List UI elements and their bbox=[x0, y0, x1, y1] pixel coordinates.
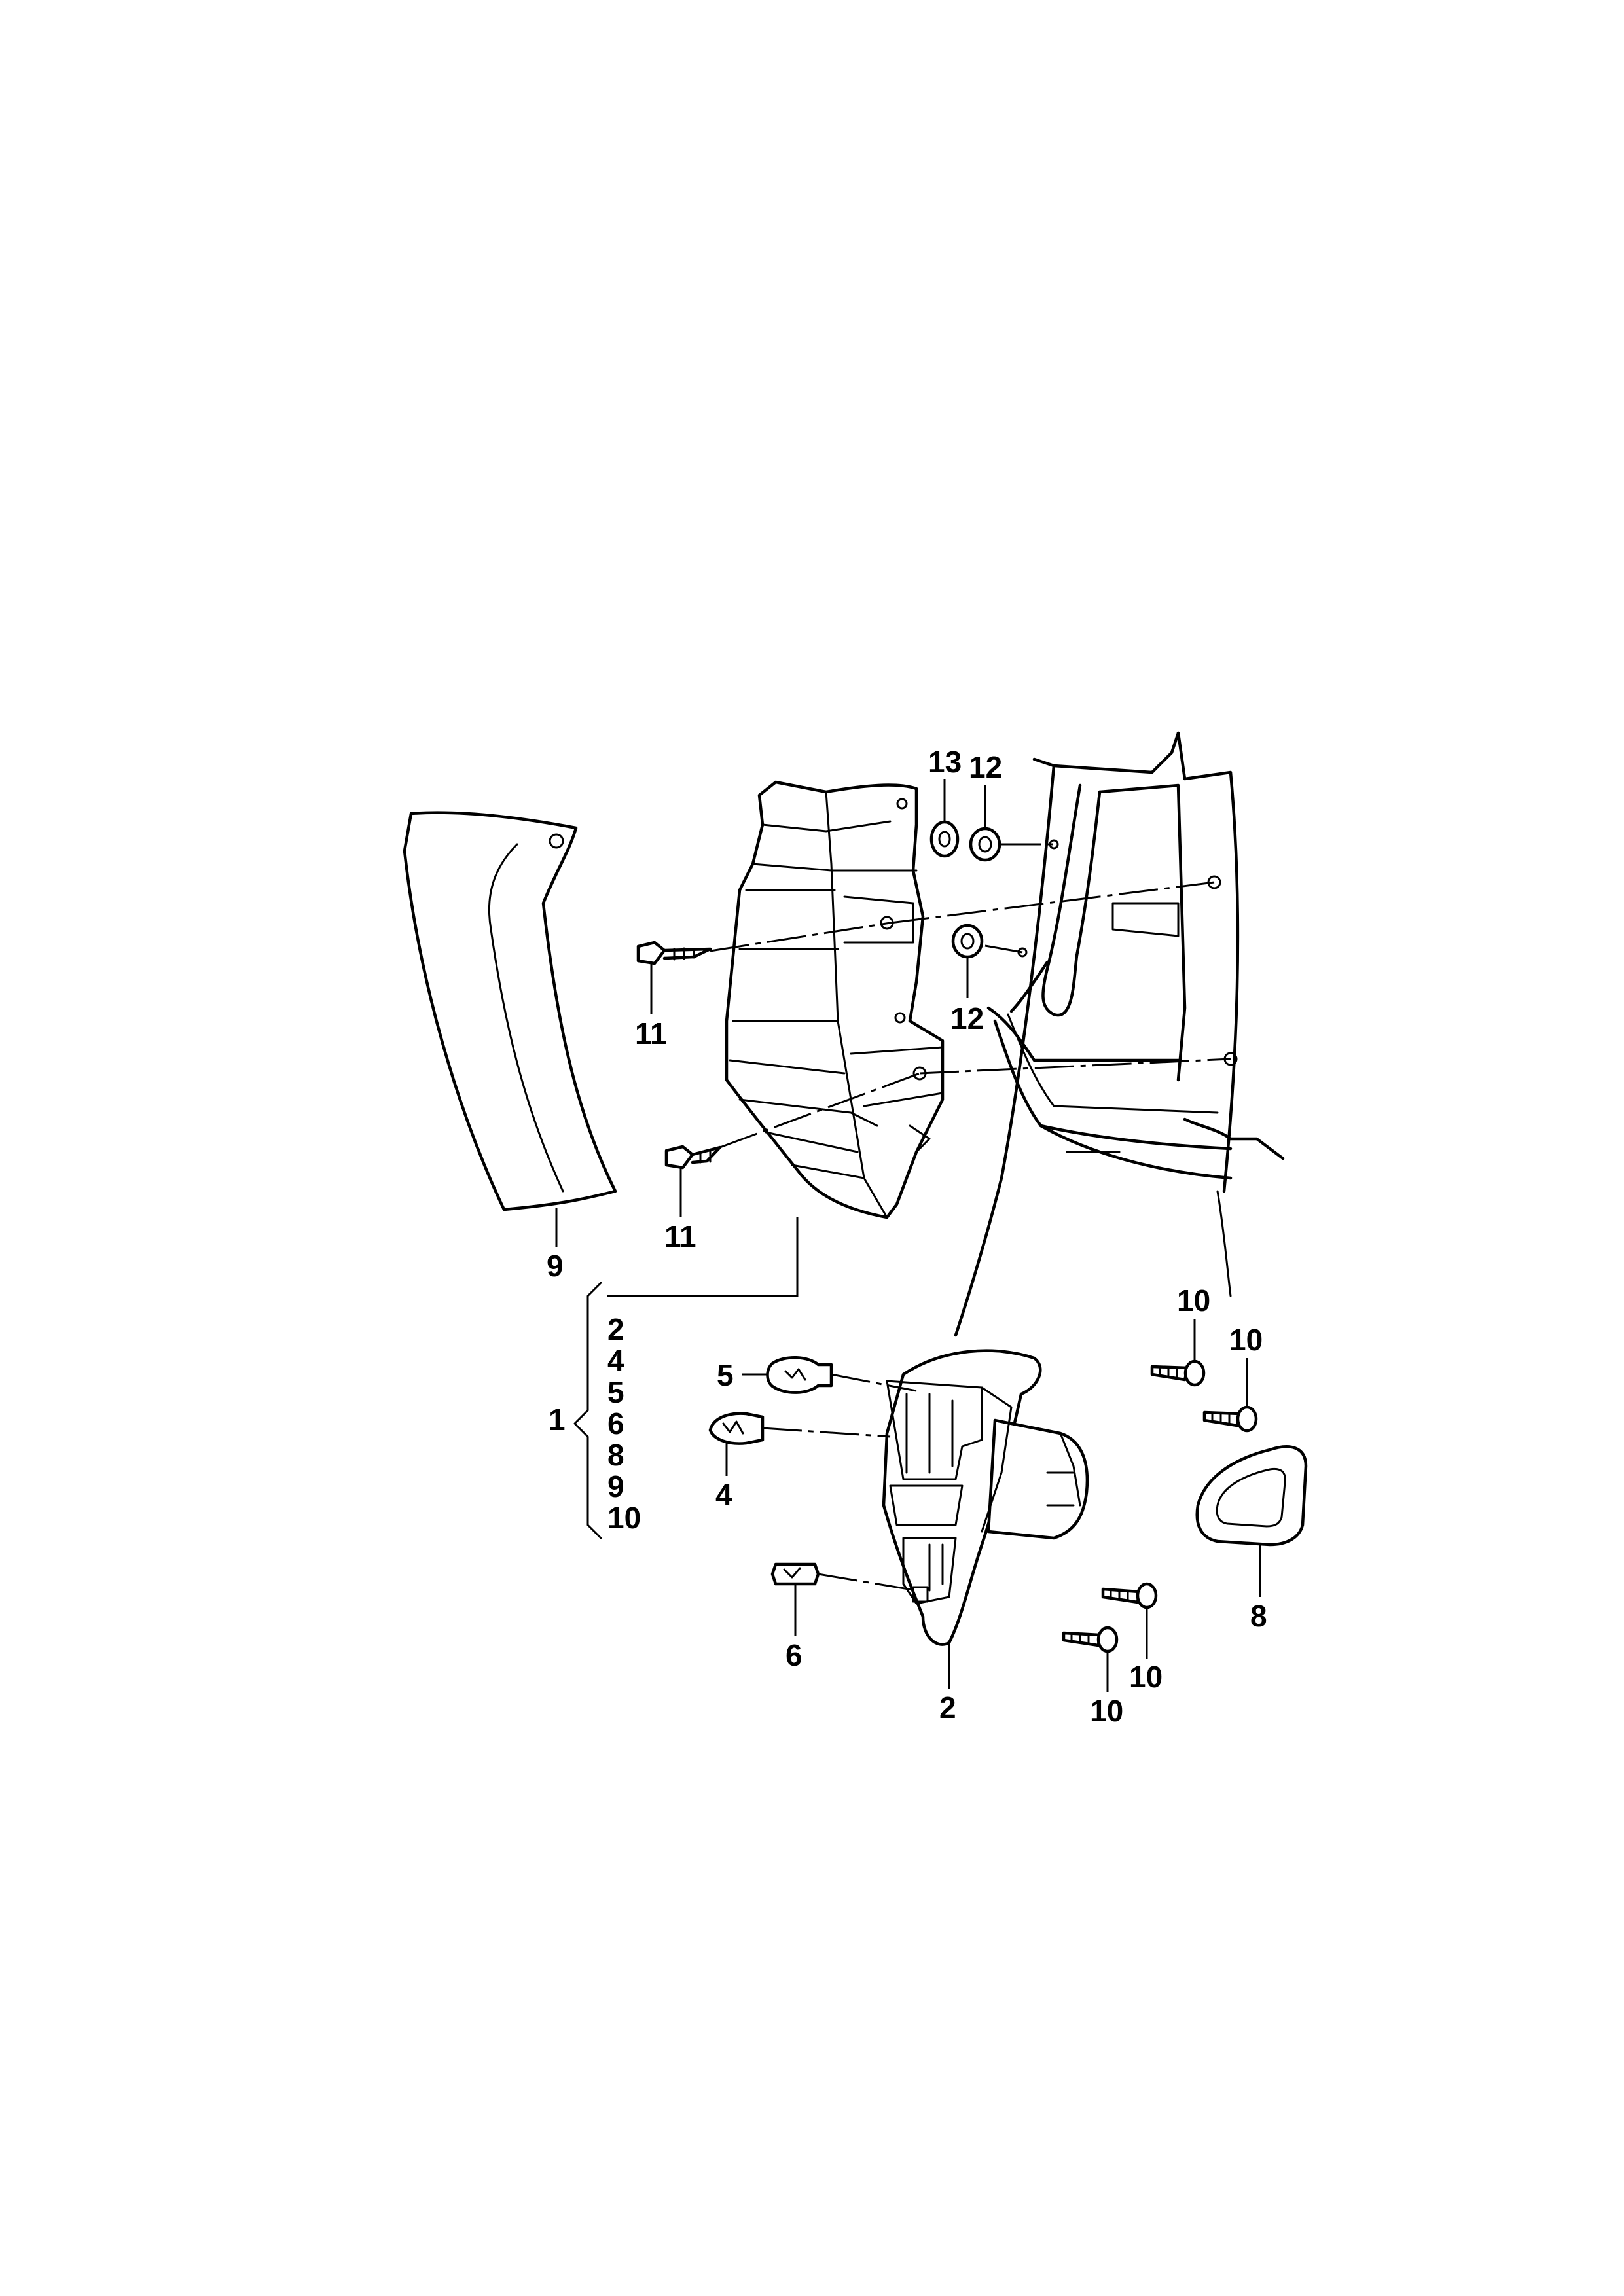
kit-item: 10 bbox=[607, 1501, 641, 1535]
tail-lamp-housing bbox=[725, 780, 945, 1219]
kit-item: 5 bbox=[607, 1375, 624, 1409]
kit-item: 4 bbox=[607, 1344, 624, 1378]
bulb-part-6 bbox=[770, 1562, 917, 1636]
gasket-part-8 bbox=[1195, 1445, 1308, 1597]
callout-11-bottom: 11 bbox=[664, 1219, 696, 1253]
kit-bracket-part-1 bbox=[573, 1217, 799, 1539]
kit-item: 8 bbox=[607, 1438, 624, 1472]
callout-10-d: 10 bbox=[1090, 1694, 1123, 1728]
vehicle-body-side bbox=[954, 731, 1285, 1337]
alignment-lines-upper bbox=[710, 843, 1231, 1149]
callout-13: 13 bbox=[928, 745, 962, 779]
callout-6: 6 bbox=[785, 1638, 803, 1672]
callout-5: 5 bbox=[717, 1358, 734, 1392]
lamp-holder-part-2 bbox=[882, 1349, 1089, 1689]
callout-11-top: 11 bbox=[635, 1016, 667, 1050]
bulb-part-5 bbox=[742, 1355, 917, 1394]
callout-2: 2 bbox=[939, 1691, 956, 1725]
bulb-part-4 bbox=[708, 1412, 891, 1476]
nut-part-12-top bbox=[969, 785, 1001, 862]
callout-10-a: 10 bbox=[1177, 1283, 1210, 1318]
kit-contents-list: 2 4 5 6 8 9 10 bbox=[607, 1312, 641, 1535]
screw-part-10-d bbox=[1062, 1626, 1119, 1692]
kit-item: 6 bbox=[607, 1407, 624, 1441]
kit-item: 2 bbox=[607, 1312, 624, 1346]
callout-4: 4 bbox=[715, 1478, 732, 1512]
callout-1: 1 bbox=[549, 1403, 566, 1437]
screw-part-10-c bbox=[1101, 1582, 1158, 1659]
kit-item: 9 bbox=[607, 1469, 624, 1503]
callout-labels: 13 12 12 11 11 9 1 5 4 6 2 8 10 10 10 10 bbox=[547, 745, 1267, 1728]
screw-part-11-bottom bbox=[664, 1145, 722, 1217]
callout-8: 8 bbox=[1250, 1599, 1267, 1633]
callout-12-mid: 12 bbox=[950, 1001, 984, 1035]
callout-10-c: 10 bbox=[1129, 1660, 1163, 1694]
callout-12-top: 12 bbox=[969, 750, 1002, 784]
screw-part-11-top bbox=[636, 941, 712, 1014]
nut-part-12-mid bbox=[951, 924, 984, 998]
callout-10-b: 10 bbox=[1229, 1323, 1263, 1357]
screw-part-10-b bbox=[1202, 1358, 1258, 1433]
washer-part-13 bbox=[929, 779, 960, 858]
screw-part-10-a bbox=[1150, 1319, 1206, 1387]
callout-9: 9 bbox=[547, 1249, 564, 1283]
trim-panel-part-9 bbox=[403, 811, 617, 1211]
